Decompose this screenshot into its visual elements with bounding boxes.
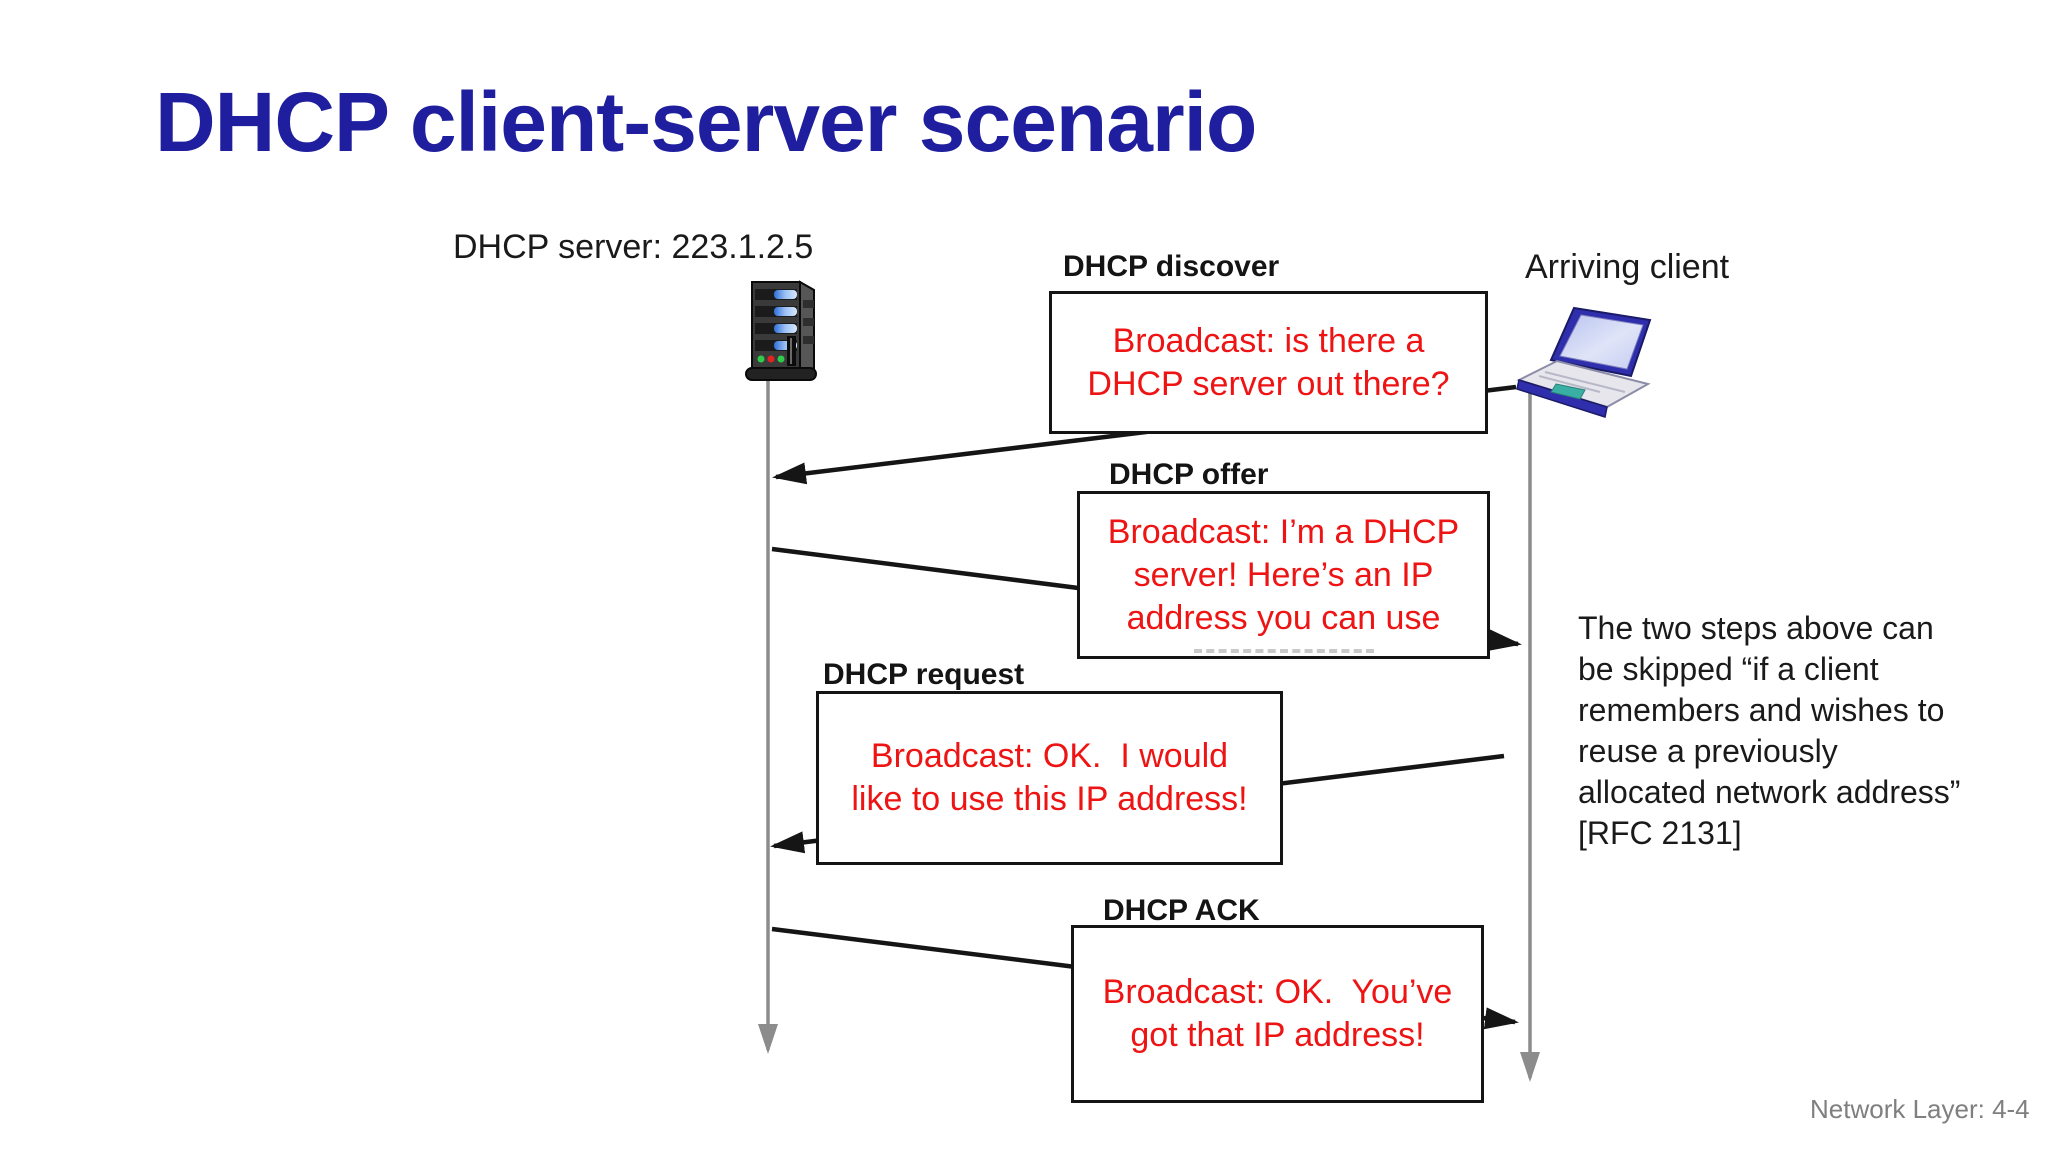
note-line: [RFC 2131] <box>1578 815 1742 851</box>
dhcp-request-box: Broadcast: OK. I would like to use this … <box>816 691 1283 865</box>
message-text-line: Broadcast: is there a <box>1112 321 1425 360</box>
message-text-line: DHCP server out there? <box>1087 364 1450 403</box>
laptop-icon <box>1516 306 1652 418</box>
message-text-line: Broadcast: OK. You’ve <box>1102 973 1453 1011</box>
note-line: The two steps above can <box>1578 610 1934 646</box>
note-line: reuse a previously <box>1578 733 1838 769</box>
message-text-line: Broadcast: OK. I would <box>870 737 1229 775</box>
message-text-line: address you can use <box>1126 598 1441 637</box>
dhcp-discover-label: DHCP discover <box>1063 250 1280 283</box>
client-label: Arriving client <box>1525 248 1730 286</box>
dhcp-offer-label: DHCP offer <box>1109 458 1269 491</box>
dhcp-request-label: DHCP request <box>823 658 1025 691</box>
note-line: allocated network address” <box>1578 774 1961 810</box>
message-text-line: server! Here’s an IP <box>1133 555 1434 594</box>
page-footer: Network Layer: 4-4 <box>1810 1094 2030 1124</box>
note-line: be skipped “if a client <box>1578 651 1879 687</box>
dhcp-ack-box: Broadcast: OK. You’ve got that IP addres… <box>1071 925 1484 1103</box>
note-line: remembers and wishes to <box>1578 692 1945 728</box>
message-text-line: Broadcast: I’m a DHCP <box>1107 512 1460 551</box>
dhcp-ack-label: DHCP ACK <box>1103 894 1260 927</box>
message-text-line: got that IP address! <box>1130 1016 1425 1054</box>
page-title: DHCP client-server scenario <box>155 75 1257 169</box>
dhcp-discover-box: Broadcast: is there a DHCP server out th… <box>1049 291 1488 434</box>
dhcp-offer-box: Broadcast: I’m a DHCP server! Here’s an … <box>1077 491 1490 659</box>
clipped-text-hint <box>1193 649 1374 653</box>
server-tower-icon <box>745 280 817 381</box>
message-text-line: like to use this IP address! <box>851 780 1248 818</box>
rfc-note: The two steps above can be skipped “if a… <box>1578 608 2018 854</box>
server-label: DHCP server: 223.1.2.5 <box>453 228 814 266</box>
